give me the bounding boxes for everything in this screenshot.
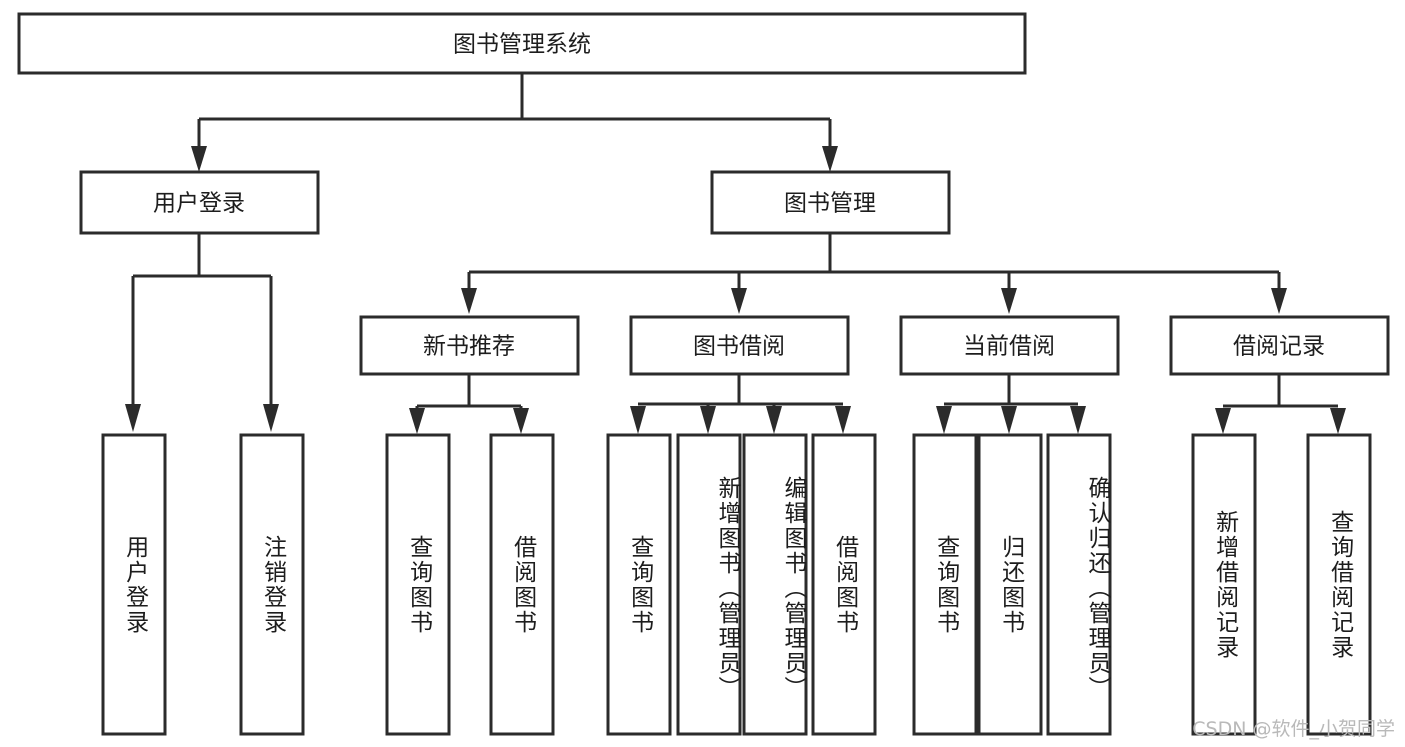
arrow-userlogin-child-2 (263, 404, 279, 432)
arrow-level3-4 (1271, 288, 1287, 314)
leaf-borrow-3-box[interactable] (811, 433, 877, 736)
arrow-to-user-login (191, 146, 207, 172)
node-book-manage-label: 图书管理 (784, 191, 876, 217)
arrow-current-2 (1001, 406, 1017, 434)
leaf-recommend-0-box[interactable] (385, 433, 451, 736)
node-user-login-box[interactable] (79, 170, 320, 235)
node-current-borrow-box[interactable] (899, 315, 1120, 376)
arrow-level3-1 (461, 288, 477, 314)
node-root-box[interactable] (17, 12, 1027, 75)
node-layer: 图书管理系统 用户登录 图书管理 新书推荐 图书借阅 当前借阅 借阅记录 (17, 12, 1390, 736)
arrow-current-1 (936, 406, 952, 434)
leaf-user-login-0-box[interactable] (101, 433, 167, 736)
arrow-current-3 (1070, 406, 1086, 434)
node-current-borrow-label: 当前借阅 (963, 334, 1055, 360)
node-borrow-record-label: 借阅记录 (1233, 334, 1325, 360)
node-book-manage-box[interactable] (710, 170, 951, 235)
arrow-level3-2 (731, 288, 747, 314)
arrow-borrow-1 (630, 406, 646, 434)
arrow-record-2 (1330, 408, 1346, 434)
node-root-label: 图书管理系统 (453, 32, 591, 58)
arrow-recommend-1 (409, 408, 425, 434)
node-book-borrow-label: 图书借阅 (693, 334, 785, 360)
node-borrow-record-box[interactable] (1169, 315, 1390, 376)
leaf-borrow-2-box[interactable] (742, 433, 808, 736)
arrow-userlogin-child-1 (125, 404, 141, 432)
leaf-recommend-1-box[interactable] (489, 433, 555, 736)
leaf-borrow-1-box[interactable] (676, 433, 742, 736)
arrow-borrow-4 (835, 406, 851, 434)
leaf-current-2-box[interactable] (1046, 433, 1112, 736)
arrow-borrow-2 (700, 406, 716, 434)
node-book-borrow-box[interactable] (629, 315, 850, 376)
arrow-level3-3 (1001, 288, 1017, 314)
connector-layer (125, 73, 1346, 434)
leaf-record-0-box[interactable] (1191, 433, 1257, 736)
leaf-current-0-box[interactable] (912, 433, 978, 736)
node-new-book-recommend-box[interactable] (359, 315, 580, 376)
arrow-recommend-2 (513, 408, 529, 434)
node-user-login-label: 用户登录 (153, 191, 245, 217)
arrow-record-1 (1215, 408, 1231, 434)
arrow-borrow-3 (766, 406, 782, 434)
leaf-current-1-box[interactable] (977, 433, 1043, 736)
leaf-borrow-0-box[interactable] (606, 433, 672, 736)
leaf-user-login-1-box[interactable] (239, 433, 305, 736)
arrow-to-book-manage (822, 146, 838, 172)
node-new-book-recommend-label: 新书推荐 (423, 334, 515, 360)
leaf-record-1-box[interactable] (1306, 433, 1372, 736)
